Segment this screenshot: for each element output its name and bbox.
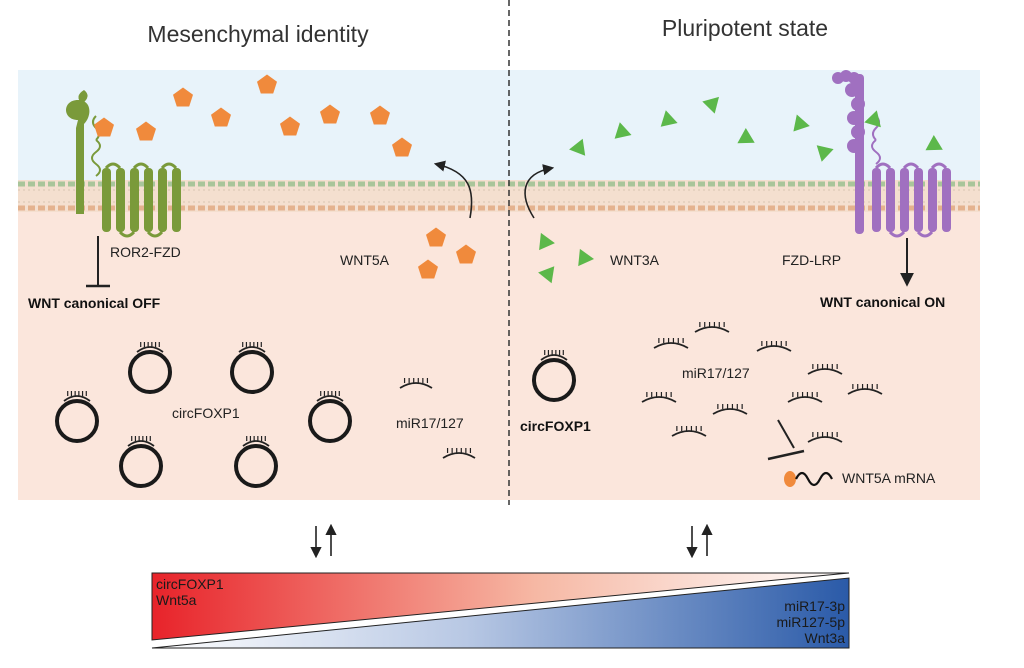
- mirna-strand: [671, 426, 707, 437]
- wnt5a-pentagon: [136, 121, 156, 141]
- circfoxp1-circle: [128, 342, 172, 394]
- bound-mirna: [540, 350, 568, 361]
- wnt5a-mrna-label: WNT5A mRNA: [842, 470, 936, 486]
- right-updown-arrows: [686, 523, 713, 559]
- circfoxp1-circle: [55, 391, 99, 443]
- wnt3a-triangle: [538, 266, 555, 284]
- wnt5a-label: WNT5A: [340, 252, 390, 268]
- wnt5a-pentagon: [280, 116, 300, 136]
- wnt5a-secretion-arrow: [433, 160, 473, 219]
- ror2-fzd-label: ROR2-FZD: [110, 244, 181, 260]
- bar-right-label-2: miR127-5p: [777, 614, 846, 630]
- wnt3a-triangle: [864, 110, 881, 128]
- wnt3a-triangle: [702, 96, 719, 114]
- wnt3a-triangle: [614, 122, 632, 139]
- mirna-strand: [399, 378, 433, 389]
- bar-left-label-2: Wnt5a: [156, 592, 197, 608]
- bound-mirna: [127, 436, 155, 447]
- bar-right-label-3: Wnt3a: [805, 630, 846, 646]
- wnt5a-pentagon: [418, 259, 438, 279]
- wnt3a-ligands-extracellular: [569, 96, 943, 162]
- bound-mirna: [63, 391, 91, 402]
- wnt5a-pentagon: [320, 104, 340, 124]
- bound-mirna: [316, 391, 344, 402]
- wnt5a-pentagon: [456, 244, 476, 264]
- right-circfoxp1-group: [532, 350, 576, 402]
- right-panel-title: Pluripotent state: [662, 15, 828, 41]
- wnt3a-triangle: [737, 128, 755, 144]
- left-mirna-label: miR17/127: [396, 415, 464, 431]
- wnt3a-triangle: [569, 138, 586, 156]
- wnt-canonical-on-label: WNT canonical ON: [820, 294, 945, 310]
- circfoxp1-circle: [230, 342, 274, 394]
- bound-mirna: [242, 436, 270, 447]
- wnt5a-pentagon: [257, 74, 277, 94]
- left-circfoxp1-label: circFOXP1: [172, 405, 240, 421]
- mirna-strand: [694, 322, 730, 333]
- mrna-cap: [784, 471, 796, 487]
- wnt5a-pentagon: [370, 105, 390, 125]
- wnt3a-triangle: [816, 145, 834, 162]
- left-updown-arrows: [310, 523, 337, 559]
- mirna-strand: [641, 392, 677, 403]
- left-panel-title: Mesenchymal identity: [147, 21, 369, 47]
- circfoxp1-circle: [234, 436, 278, 488]
- circfoxp1-circle: [532, 350, 576, 402]
- wnt3a-triangle: [660, 110, 678, 127]
- wnt5a-pentagon: [426, 227, 446, 247]
- extracellular-region: [18, 70, 980, 182]
- bound-mirna: [238, 342, 266, 353]
- mirna-strand: [653, 338, 689, 349]
- wnt3a-triangle: [925, 135, 943, 151]
- wnt5a-pentagon: [392, 137, 412, 157]
- wnt3a-label: WNT3A: [610, 252, 660, 268]
- bar-left-label-1: circFOXP1: [156, 576, 224, 592]
- mirna-strand: [847, 384, 883, 395]
- red-gradient-wedge: [151, 572, 850, 641]
- mirna-strand: [787, 392, 823, 403]
- circfoxp1-circle: [119, 436, 163, 488]
- wnt5a-mrna-strand: [795, 471, 833, 487]
- wnt5a-pentagon: [211, 107, 231, 127]
- blue-gradient-wedge: [151, 577, 850, 649]
- mirna-inhibition-bar: [767, 449, 805, 461]
- fzd-lrp-receptor: [832, 70, 951, 238]
- cytoplasm-region: [18, 182, 980, 500]
- bound-mirna: [136, 342, 164, 353]
- circfoxp1-circle: [308, 391, 352, 443]
- right-mirna-group: [641, 322, 883, 443]
- wnt5a-pentagon: [94, 117, 114, 137]
- wnt3a-triangle: [578, 248, 594, 267]
- right-circfoxp1-label: circFOXP1: [520, 418, 591, 434]
- wnt5a-ligands-extracellular: [94, 74, 412, 157]
- mirna-strand: [807, 432, 843, 443]
- wnt5a-ligands-intracellular: [418, 227, 476, 279]
- wnt5a-pentagon: [173, 87, 193, 107]
- mirna-strand: [756, 341, 792, 352]
- mirna-inhibition-line: [777, 419, 795, 449]
- mirna-strand: [712, 404, 748, 415]
- right-mirna-label: miR17/127: [682, 365, 750, 381]
- mirna-strand: [442, 448, 476, 459]
- wnt3a-triangle: [539, 232, 555, 251]
- bar-right-label-1: miR17-3p: [784, 598, 845, 614]
- wnt3a-secretion-arrow: [524, 164, 555, 219]
- mirna-strand: [807, 364, 843, 375]
- left-mirna-group: [399, 378, 476, 459]
- wnt3a-triangle: [793, 114, 810, 132]
- fzd-lrp-label: FZD-LRP: [782, 252, 841, 268]
- wnt-canonical-off-label: WNT canonical OFF: [28, 295, 161, 311]
- wnt3a-ligands-intracellular: [538, 232, 594, 284]
- left-circfoxp1-group: [55, 342, 352, 488]
